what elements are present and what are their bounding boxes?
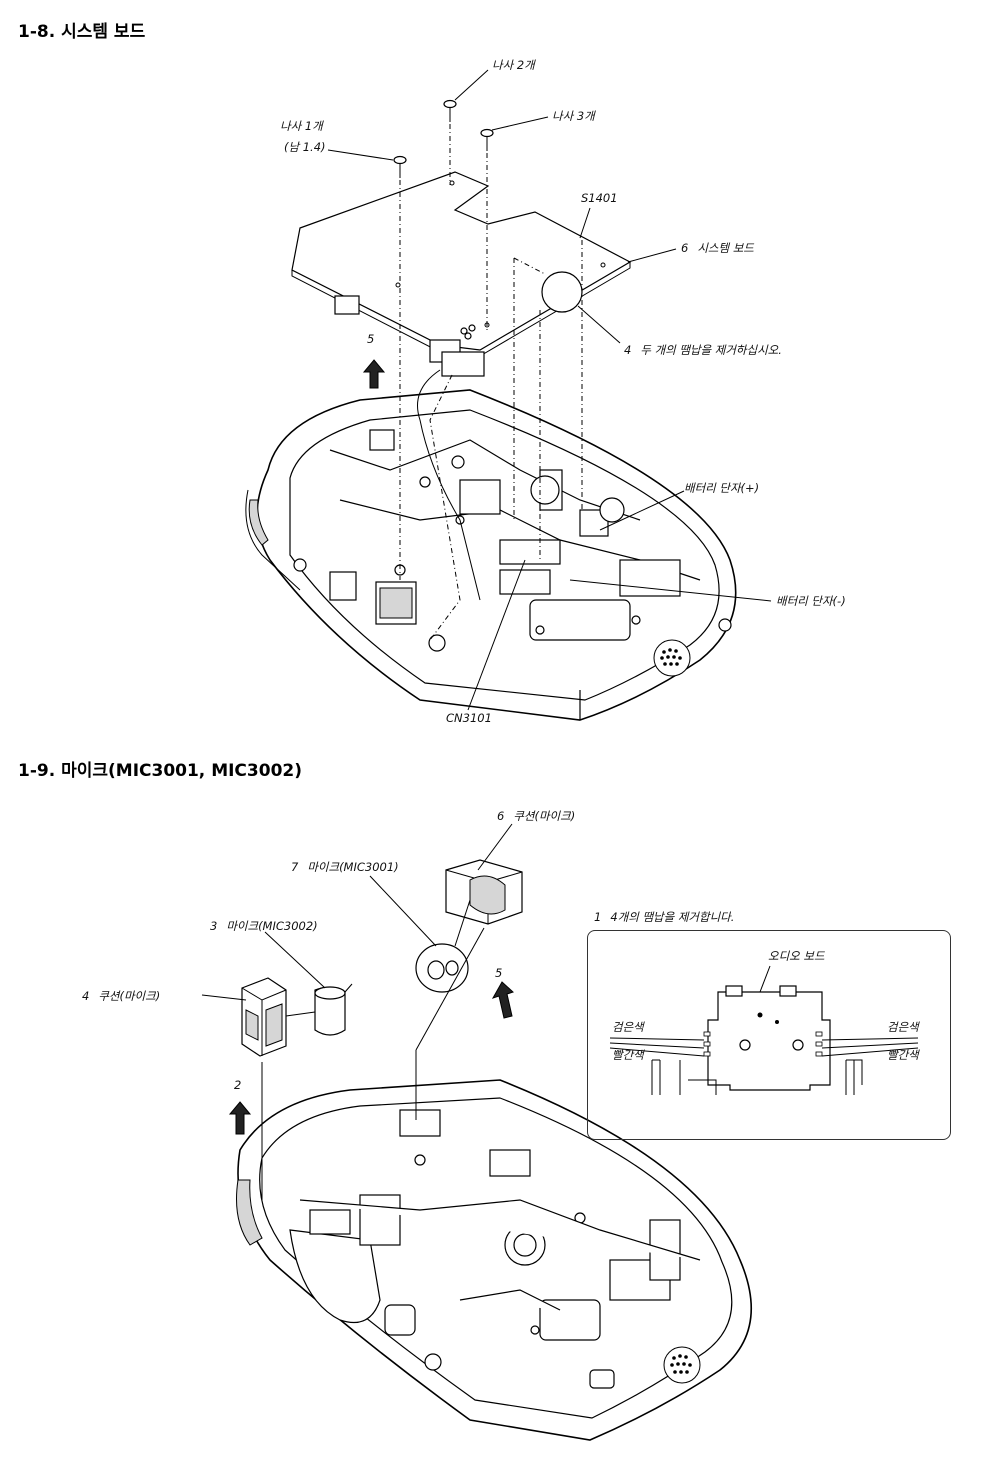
- label-step-5: 5: [367, 332, 375, 346]
- audio-board-inset: [587, 930, 951, 1140]
- label-black-wire-right: 검은색: [887, 1020, 919, 1034]
- label-red-wire-left: 빨간색: [612, 1048, 644, 1062]
- lift-arrow-2: [228, 1101, 252, 1135]
- mic-cushion-6: [445, 859, 523, 925]
- label-s1401: S1401: [581, 191, 618, 205]
- label-battery-minus: 배터리 단자(-): [776, 594, 846, 608]
- label-red-wire-right: 빨간색: [887, 1048, 919, 1062]
- mic-case-body: [236, 1079, 752, 1441]
- section-1-9-title: 1-9. 마이크(MIC3001, MIC3002): [18, 761, 302, 781]
- lift-arrow-5b: [491, 981, 514, 1019]
- system-case-body: [245, 389, 737, 721]
- label-audio-board: 오디오 보드: [768, 949, 825, 963]
- label-screw-1-sub: (남 1.4): [284, 140, 326, 154]
- screw-2: [443, 99, 457, 122]
- mic-cushion-4: [241, 977, 287, 1057]
- audio-board-inset-drawing: [609, 965, 919, 1095]
- mic-mic3001: [415, 943, 469, 993]
- label-step-5: 5: [495, 966, 503, 980]
- label-step-2: 2: [234, 1078, 242, 1092]
- label-screw-3: 나사 3개: [552, 109, 595, 123]
- label-cn3101: CN3101: [446, 711, 492, 725]
- screw-3: [480, 128, 494, 151]
- label-screw-1: 나사 1개: [280, 119, 323, 133]
- label-screw-2: 나사 2개: [492, 58, 535, 72]
- system-board: [291, 171, 632, 601]
- label-black-wire-left: 검은색: [612, 1020, 644, 1034]
- section-1-8-title: 1-8. 시스템 보드: [18, 22, 146, 42]
- screw-1: [393, 155, 407, 178]
- mic-mic3002: [314, 983, 353, 1036]
- label-battery-plus: 배터리 단자(+): [684, 481, 760, 495]
- lift-arrow-5: [362, 359, 386, 389]
